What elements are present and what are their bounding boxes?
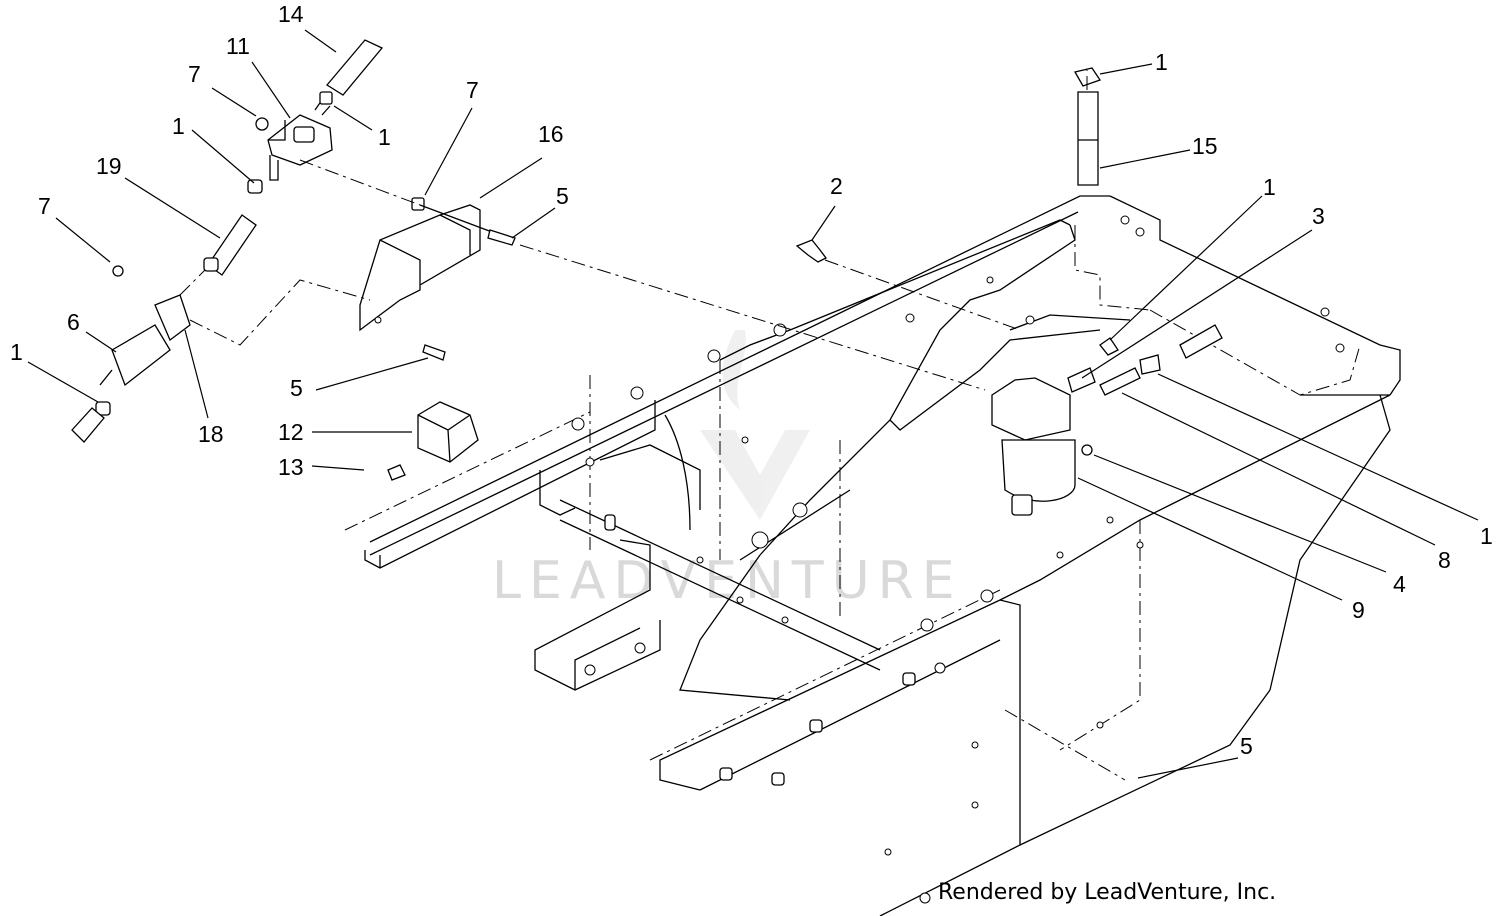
callout-3: 3 bbox=[1312, 203, 1325, 229]
callout-2: 2 bbox=[830, 173, 843, 199]
callout-7: 7 bbox=[188, 61, 201, 87]
callout-1: 1 bbox=[172, 113, 185, 139]
render-credit: Rendered by LeadVenture, Inc. bbox=[938, 880, 1277, 905]
callout-1: 1 bbox=[1263, 174, 1276, 200]
callout-9: 9 bbox=[1352, 597, 1365, 623]
part-bracket-16 bbox=[359, 197, 516, 361]
watermark-text: LEADVENTURE bbox=[492, 551, 963, 611]
callout-5: 5 bbox=[556, 183, 569, 209]
callout-13: 13 bbox=[278, 454, 304, 480]
callout-18: 18 bbox=[198, 421, 224, 447]
callout-7: 7 bbox=[38, 193, 51, 219]
part-fuel-filter-9 bbox=[991, 337, 1161, 516]
part-fuel-pump-11 bbox=[255, 91, 333, 181]
callout-1: 1 bbox=[1155, 49, 1168, 75]
callout-14: 14 bbox=[278, 1, 304, 27]
callout-11: 11 bbox=[226, 33, 250, 59]
part-fuel-hose-19 bbox=[112, 179, 263, 277]
callout-6: 6 bbox=[67, 309, 80, 335]
leader-lines bbox=[27, 29, 1479, 779]
callout-4: 4 bbox=[1393, 571, 1406, 597]
callout-labels: 14 11 7 1 1 19 7 6 1 18 7 16 5 5 12 13 2… bbox=[10, 1, 1493, 759]
phantom-lines bbox=[179, 70, 1126, 781]
callout-5: 5 bbox=[1240, 733, 1253, 759]
callout-1: 1 bbox=[1480, 523, 1493, 549]
callout-12: 12 bbox=[278, 419, 304, 445]
mower-frame bbox=[344, 195, 1401, 916]
callout-1: 1 bbox=[10, 339, 23, 365]
part-hose-14 bbox=[326, 39, 384, 96]
part-fuel-filter-6 bbox=[71, 294, 191, 443]
part-relay-12 bbox=[387, 401, 479, 481]
callout-5: 5 bbox=[290, 375, 303, 401]
callout-15: 15 bbox=[1192, 133, 1218, 159]
callout-8: 8 bbox=[1438, 547, 1451, 573]
callout-7: 7 bbox=[466, 77, 479, 103]
callout-16: 16 bbox=[538, 121, 564, 147]
callout-19: 19 bbox=[96, 153, 122, 179]
callout-1: 1 bbox=[378, 124, 391, 150]
part-bolt-2 bbox=[795, 239, 827, 263]
